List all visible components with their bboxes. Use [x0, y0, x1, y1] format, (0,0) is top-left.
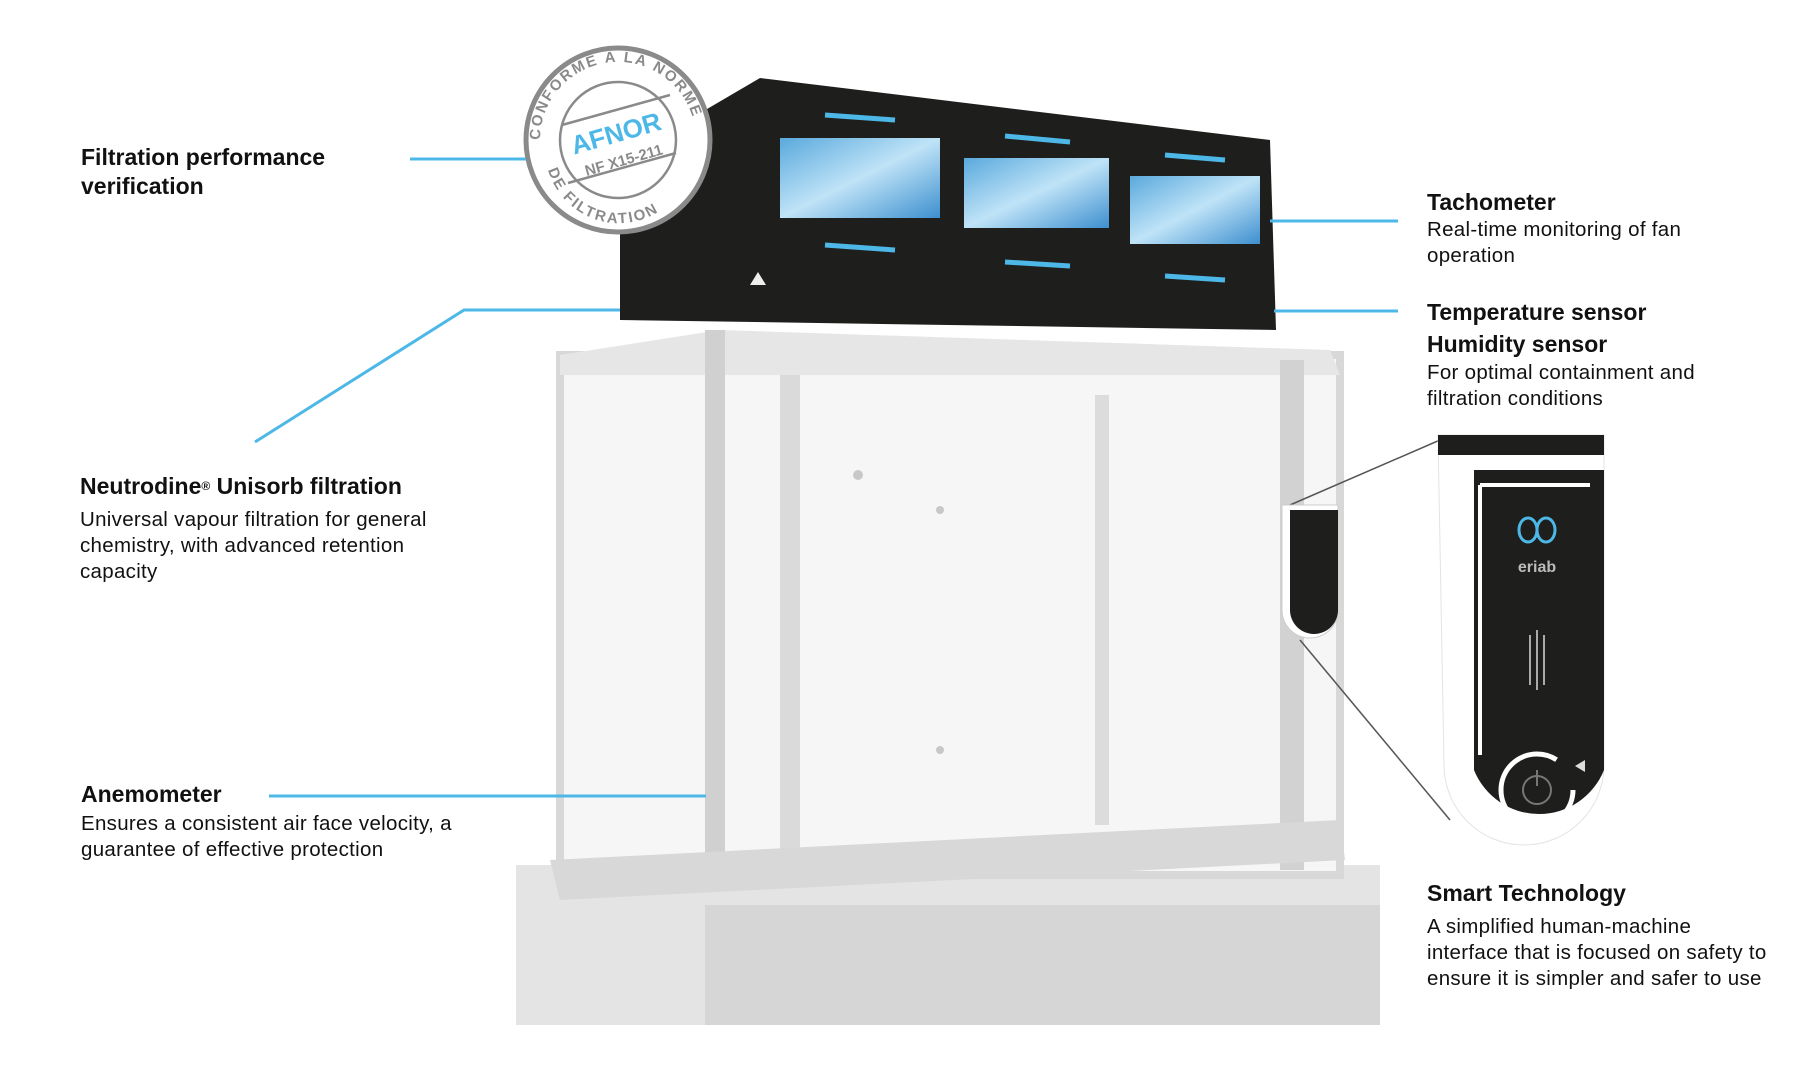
callout-lines [254, 157, 1398, 798]
svg-text:eriab: eriab [1518, 559, 1556, 576]
callout-body: Universal vapour filtration for general … [80, 508, 427, 583]
callout-title: Filtration performance verification [81, 144, 326, 199]
callout-neutrodine: Neutrodine® Unisorb filtration Universal… [80, 472, 480, 585]
callout-sensors: Temperature sensor Humidity sensor For o… [1427, 296, 1767, 412]
callout-body: Real-time monitoring of fan operation [1427, 218, 1682, 267]
callout-tachometer: Tachometer Real-time monitoring of fan o… [1427, 188, 1767, 269]
callout-smart-technology: Smart Technology A simplified human-mach… [1427, 879, 1767, 992]
callout-body: A simplified human-machine interface tha… [1427, 915, 1767, 990]
fume-cabinet [516, 330, 1380, 1025]
callout-title: Neutrodine® Unisorb filtration [80, 472, 480, 501]
callout-anemometer: Anemometer Ensures a consistent air face… [81, 780, 461, 863]
title-text: Neutrodine [80, 473, 202, 499]
control-panel: eriab [1281, 434, 1605, 846]
callout-title: Humidity sensor [1427, 331, 1608, 357]
callout-body: For optimal containment and filtration c… [1427, 361, 1695, 410]
callout-filtration-verification: Filtration performance verification [81, 143, 401, 201]
callout-title: Anemometer [81, 781, 222, 807]
title-text: Unisorb filtration [210, 473, 402, 499]
afnor-stamp: CONFORME A LA NORME DE FILTRATION AFNOR … [523, 45, 713, 235]
callout-title: Tachometer [1427, 189, 1556, 215]
filter-unit [620, 78, 1276, 330]
callout-body: Ensures a consistent air face velocity, … [81, 812, 452, 861]
registered-mark: ® [201, 479, 211, 493]
callout-title: Temperature sensor [1427, 299, 1647, 325]
callout-title: Smart Technology [1427, 880, 1626, 906]
eriab-logo-icon [1517, 516, 1557, 544]
